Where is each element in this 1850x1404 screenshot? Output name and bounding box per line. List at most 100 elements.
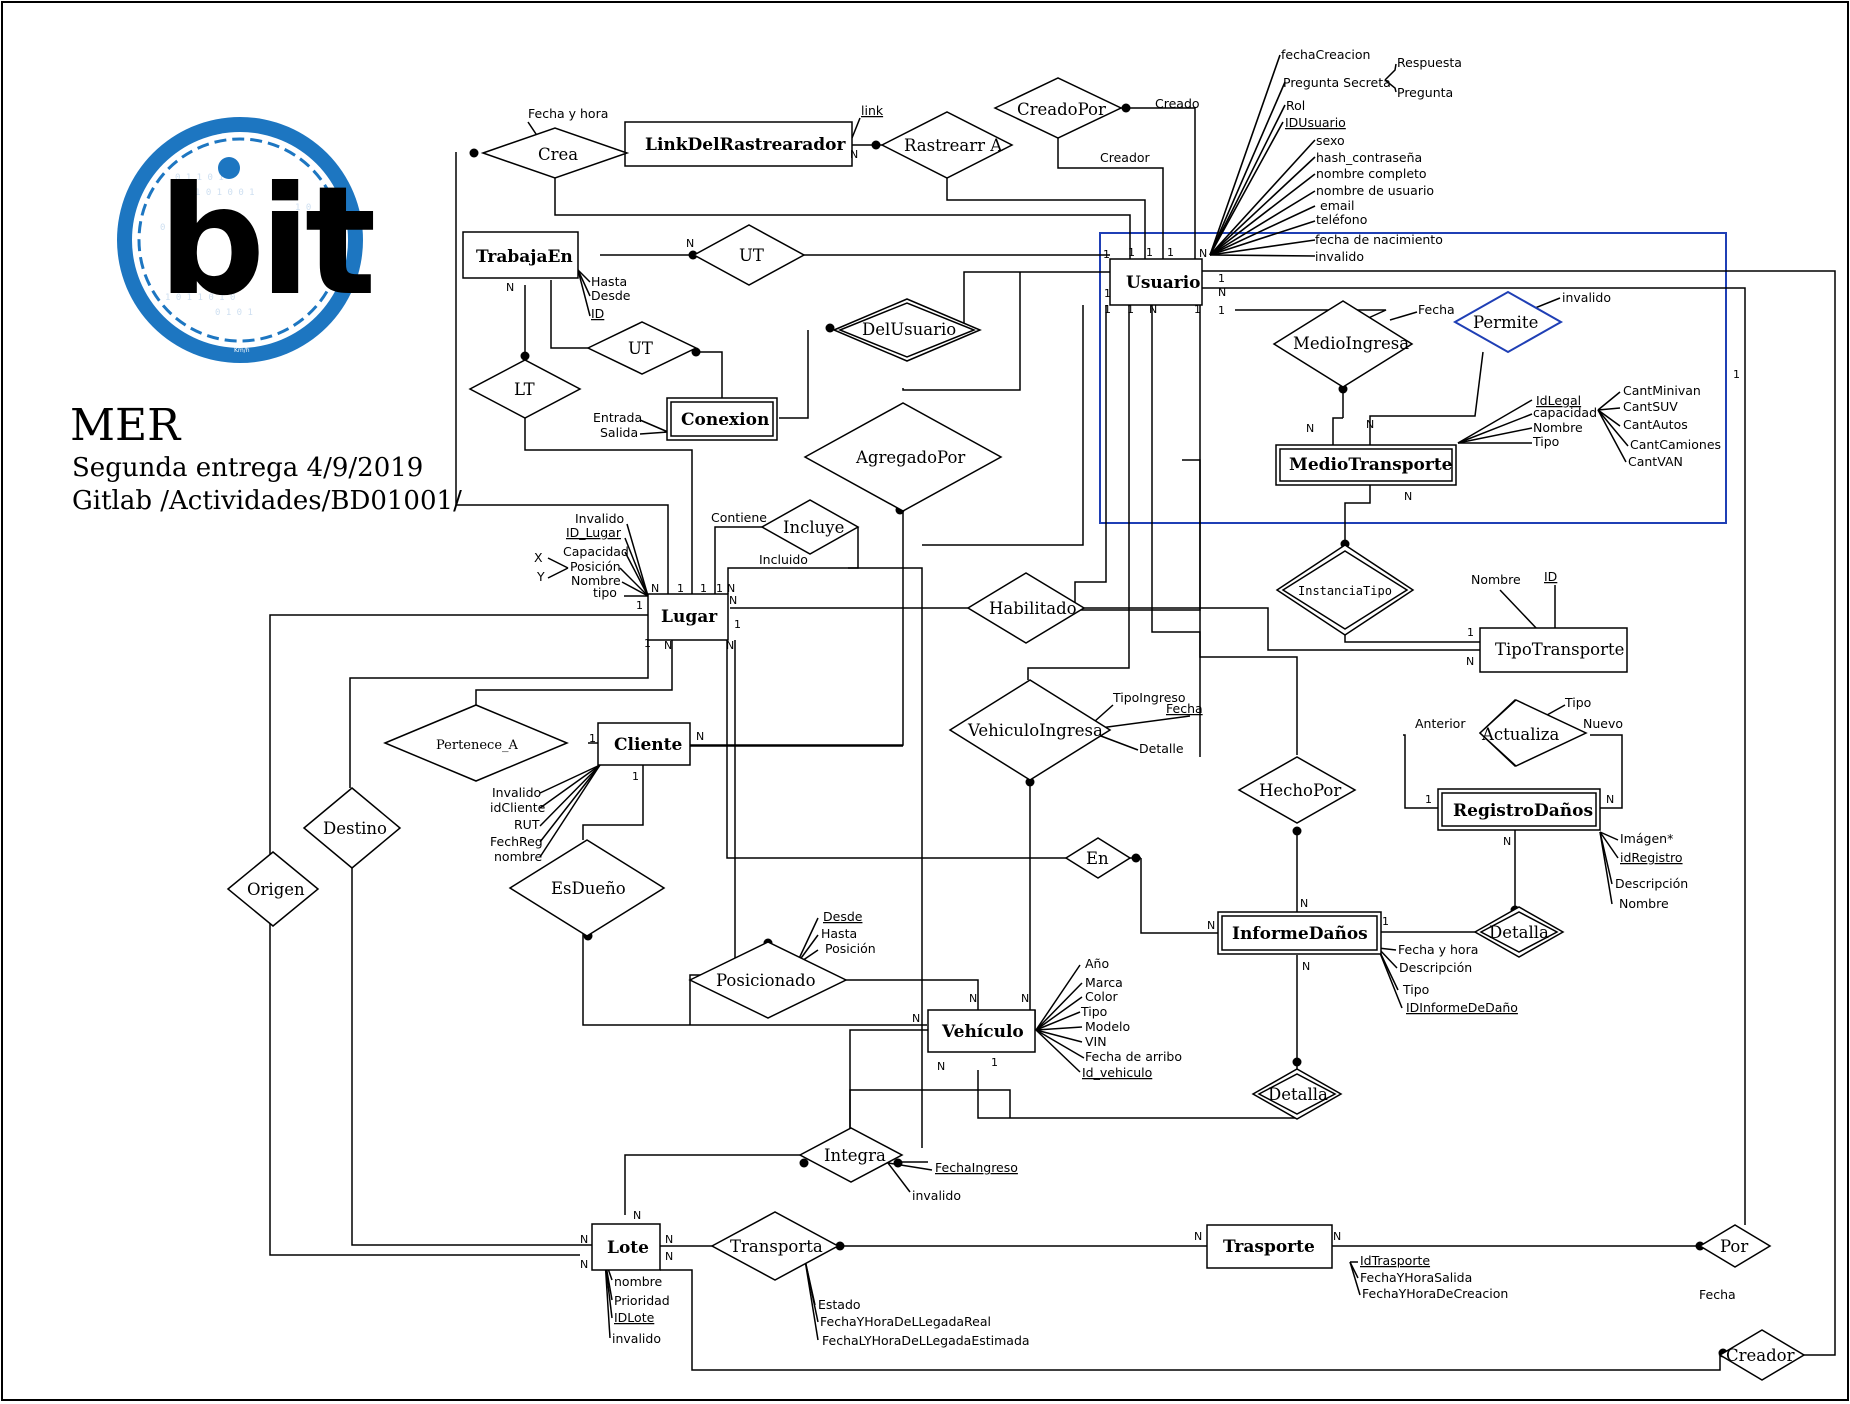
- svg-text:N: N: [506, 281, 514, 294]
- entity-lugar: Lugar: [661, 607, 718, 627]
- rel-lt: LT: [514, 380, 535, 399]
- attr-medio-capacidad: capacidad: [1533, 405, 1597, 420]
- rel-detalla-1: Detalla: [1489, 923, 1549, 942]
- svg-text:1: 1: [1194, 303, 1201, 316]
- rel-integra: Integra: [824, 1146, 886, 1165]
- attr-fechacreacion: fechaCreacion: [1281, 47, 1370, 62]
- svg-text:1: 1: [1218, 272, 1225, 285]
- svg-text:N: N: [1333, 1230, 1341, 1243]
- attr-informe-tipo: Tipo: [1402, 982, 1429, 997]
- rel-por: Por: [1720, 1237, 1748, 1256]
- svg-text:N: N: [580, 1258, 588, 1271]
- attr-medio-nombre: Nombre: [1533, 420, 1583, 435]
- attr-creador-fecha: Fecha: [1699, 1287, 1736, 1302]
- attr-veh-marca: Marca: [1085, 975, 1123, 990]
- rel-vehiculoingresa: VehiculoIngresa: [967, 721, 1103, 740]
- svg-text:1: 1: [644, 637, 651, 650]
- attr-fecha-nacimiento: fecha de nacimiento: [1315, 232, 1443, 247]
- svg-text:1: 1: [716, 582, 723, 595]
- svg-text:1: 1: [589, 732, 596, 745]
- attr-registro-id: idRegistro: [1620, 850, 1683, 865]
- svg-text:N: N: [1366, 418, 1374, 431]
- svg-text:N: N: [633, 1209, 641, 1222]
- svg-text:1: 1: [1425, 793, 1432, 806]
- svg-text:1: 1: [1218, 304, 1225, 317]
- svg-text:N: N: [727, 582, 735, 595]
- attr-cant-autos: CantAutos: [1623, 417, 1688, 432]
- svg-text:1: 1: [1733, 368, 1740, 381]
- svg-text:0 1 1 0 1: 0 1 1 0 1: [175, 173, 224, 183]
- highlight-box: [1099, 232, 1727, 524]
- attr-trabajaen-hasta: Hasta: [591, 274, 627, 289]
- attr-cant-van: CantVAN: [1628, 454, 1683, 469]
- svg-text:N: N: [1207, 919, 1215, 932]
- role-incluido: Incluido: [759, 552, 808, 567]
- rel-transporta: Transporta: [730, 1237, 823, 1256]
- attr-pregunta-secreta: Pregunta Secreta: [1283, 75, 1391, 90]
- rel-rastrear: Rastrearr A: [904, 136, 1003, 155]
- entity-informe-danos: InformeDaños: [1232, 924, 1368, 944]
- svg-text:1: 1: [1167, 246, 1174, 259]
- entity-tipo-transporte: TipoTransporte: [1495, 640, 1624, 659]
- attr-lugar-posicion: Posición: [570, 559, 621, 574]
- rel-destino: Destino: [323, 819, 387, 838]
- svg-text:1: 1: [1103, 248, 1110, 261]
- diagram-title: MER: [70, 400, 182, 451]
- rel-delusuario: DelUsuario: [862, 320, 956, 339]
- entity-conexion: Conexion: [681, 410, 769, 430]
- attr-cant-camiones: CantCamiones: [1630, 437, 1721, 452]
- attr-pregunta: Pregunta: [1397, 85, 1453, 100]
- attr-crea-fecha: Fecha y hora: [528, 106, 608, 121]
- attr-lote-prioridad: Prioridad: [614, 1293, 670, 1308]
- attr-actualiza-tipo: Tipo: [1564, 695, 1591, 710]
- rel-hechopor: HechoPor: [1259, 781, 1341, 800]
- svg-text:1: 1: [677, 582, 684, 595]
- attr-lote-id: IDLote: [614, 1310, 655, 1325]
- attr-registro-nombre: Nombre: [1619, 896, 1669, 911]
- attr-email: email: [1320, 198, 1354, 213]
- attr-informe-id: IDInformeDeDaño: [1406, 1000, 1518, 1015]
- svg-text:N: N: [686, 237, 694, 250]
- attr-cliente-nombre: nombre: [494, 849, 543, 864]
- attr-telefono: teléfono: [1316, 212, 1367, 227]
- attr-veh-color: Color: [1085, 989, 1118, 1004]
- svg-text:N: N: [726, 639, 734, 652]
- svg-text:N: N: [1606, 793, 1614, 806]
- attr-vi-tipoingreso: TipoIngreso: [1112, 690, 1186, 705]
- attr-informe-fecha: Fecha y hora: [1398, 942, 1478, 957]
- svg-text:N: N: [664, 639, 672, 652]
- svg-text:N: N: [1404, 490, 1412, 503]
- attr-veh-fecha-arribo: Fecha de arribo: [1085, 1049, 1182, 1064]
- rel-ut-1: UT: [739, 246, 764, 265]
- attr-pos-posicion: Posición: [825, 941, 876, 956]
- svg-text:1: 1: [1127, 303, 1134, 316]
- rel-en: En: [1086, 849, 1109, 868]
- attr-trasporte-creacion: FechaYHoraDeCreacion: [1362, 1286, 1508, 1301]
- attr-posicion-y: Y: [536, 569, 545, 584]
- svg-text:N: N: [580, 1233, 588, 1246]
- svg-text:1: 1: [734, 618, 741, 631]
- attr-cliente-rut: RUT: [514, 817, 540, 832]
- attr-nombre-completo: nombre completo: [1316, 166, 1427, 181]
- rel-posicionado: Posicionado: [716, 971, 816, 990]
- rel-instanciatipo: InstanciaTipo: [1298, 584, 1392, 598]
- attr-lugar-nombre: Nombre: [571, 573, 621, 588]
- svg-text:0 1: 0 1: [160, 223, 176, 233]
- rel-pertenece-a: Pertenece_A: [436, 738, 519, 753]
- attr-vi-fecha: Fecha: [1166, 701, 1203, 716]
- attr-registro-descripcion: Descripción: [1615, 876, 1688, 891]
- connector-lines: [269, 54, 1836, 1371]
- attr-tipo-id: ID: [1544, 569, 1557, 584]
- role-nuevo: Nuevo: [1583, 716, 1623, 731]
- entity-link-rastreador: LinkDelRastrearador: [645, 135, 847, 155]
- attr-cliente-fechreg: FechReg: [490, 834, 543, 849]
- svg-text:N: N: [1503, 835, 1511, 848]
- attr-pos-desde: Desde: [823, 909, 863, 924]
- svg-text:N: N: [1300, 897, 1308, 910]
- attr-integra-fecha: FechaIngreso: [935, 1160, 1018, 1175]
- svg-text:N: N: [937, 1060, 945, 1073]
- svg-text:N: N: [651, 582, 659, 595]
- entity-trasporte: Trasporte: [1223, 1237, 1315, 1257]
- attr-lugar-tipo: tipo: [593, 585, 617, 600]
